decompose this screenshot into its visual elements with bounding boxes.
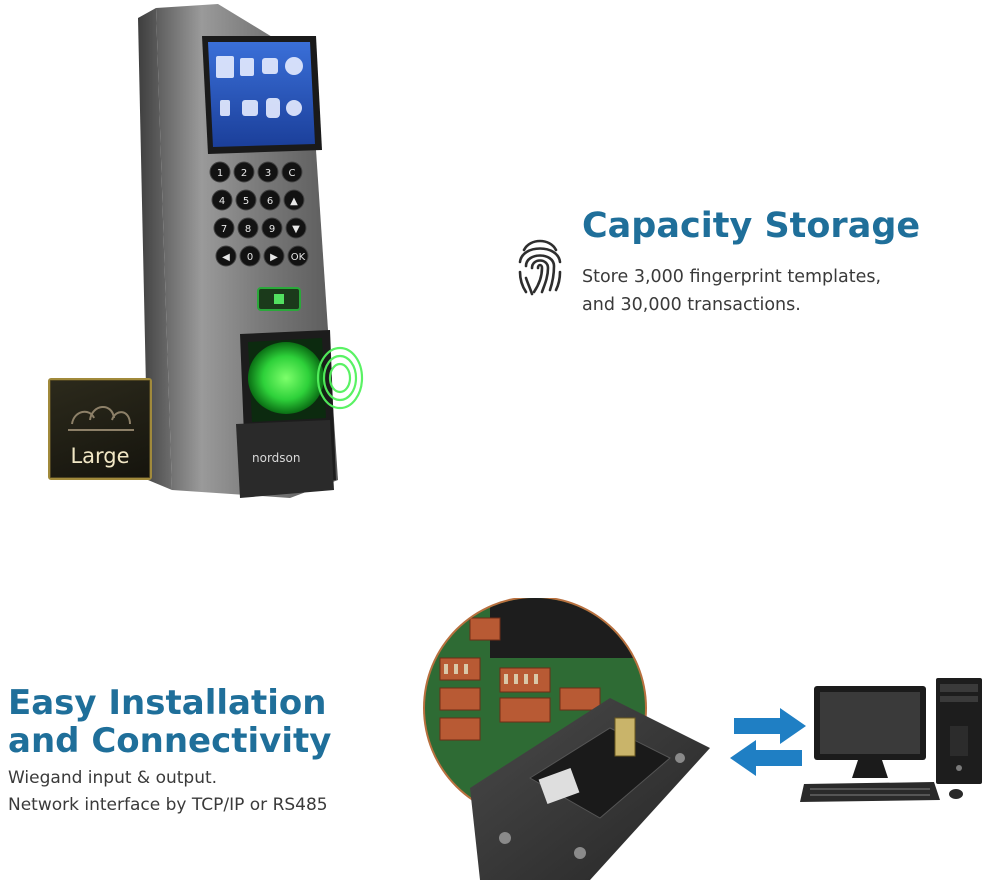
keypad-key bbox=[261, 217, 283, 239]
keypad-key-label: ▼ bbox=[292, 224, 300, 235]
badge-label: Large bbox=[70, 444, 130, 468]
installation-title: Easy Installation and Connectivity bbox=[8, 684, 331, 760]
keypad-key-label: 1 bbox=[217, 168, 223, 179]
keypad-key bbox=[257, 161, 279, 183]
keypad-key-label: C bbox=[289, 168, 296, 179]
keypad-key bbox=[235, 189, 257, 211]
keypad-key-label: 2 bbox=[241, 168, 247, 179]
capacity-desc-line-1: Store 3,000 fingerprint templates, bbox=[582, 267, 882, 287]
keypad-key bbox=[209, 161, 231, 183]
keypad-key bbox=[213, 217, 235, 239]
capacity-desc-line-2: and 30,000 transactions. bbox=[582, 295, 801, 315]
installation-description: Wiegand input & output. Network interfac… bbox=[8, 765, 328, 819]
keypad-key bbox=[211, 189, 233, 211]
keypad-key-label: ▶ bbox=[270, 252, 278, 263]
keypad-key bbox=[283, 189, 305, 211]
installation-desc-line-1: Wiegand input & output. bbox=[8, 768, 218, 788]
keypad-key-label: OK bbox=[291, 252, 306, 263]
brand-logo-text: nordson bbox=[252, 451, 301, 465]
keypad-key bbox=[263, 245, 285, 267]
bidirectional-arrows-icon bbox=[728, 706, 808, 782]
sensor-outline-icon bbox=[68, 406, 134, 431]
keypad-key bbox=[285, 217, 307, 239]
large-sensor-badge: Large bbox=[48, 378, 152, 480]
terminal-illustration: 1 2 3 C 4 5 6 ▲ 7 8 9 ▼ ◀ 0 ▶ OK nordson bbox=[138, 4, 364, 498]
keypad-key-label: 8 bbox=[245, 224, 251, 235]
fingerprint-icon bbox=[514, 232, 566, 302]
keypad-key-label: ◀ bbox=[222, 252, 230, 263]
keypad-key bbox=[233, 161, 255, 183]
keypad-key-label: 4 bbox=[219, 196, 225, 207]
keypad-key-label: 0 bbox=[247, 252, 253, 263]
keypad-key bbox=[281, 161, 303, 183]
keypad-key bbox=[287, 245, 309, 267]
installation-desc-line-2: Network interface by TCP/IP or RS485 bbox=[8, 795, 328, 815]
installation-title-line-1: Easy Installation bbox=[8, 683, 327, 723]
installation-title-line-2: and Connectivity bbox=[8, 721, 332, 761]
keypad: 1 2 3 C 4 5 6 ▲ 7 8 9 ▼ ◀ 0 ▶ OK bbox=[209, 161, 309, 267]
fingerprint-terminal-image: 1 2 3 C 4 5 6 ▲ 7 8 9 ▼ ◀ 0 ▶ OK nordson bbox=[40, 0, 370, 500]
keypad-key-label: 9 bbox=[269, 224, 275, 235]
keypad-key-label: ▲ bbox=[290, 196, 298, 207]
keypad-key bbox=[215, 245, 237, 267]
device-back-panel-image bbox=[410, 596, 720, 880]
keypad-key-label: 6 bbox=[267, 196, 273, 207]
keypad-key bbox=[237, 217, 259, 239]
keypad-key bbox=[239, 245, 261, 267]
keypad-key bbox=[259, 189, 281, 211]
keypad-key-label: 3 bbox=[265, 168, 271, 179]
keypad-key-label: 7 bbox=[221, 224, 227, 235]
capacity-title: Capacity Storage bbox=[582, 206, 921, 246]
capacity-description: Store 3,000 fingerprint templates, and 3… bbox=[582, 263, 942, 319]
keypad-key-label: 5 bbox=[243, 196, 249, 207]
desktop-computer-icon bbox=[800, 676, 990, 810]
